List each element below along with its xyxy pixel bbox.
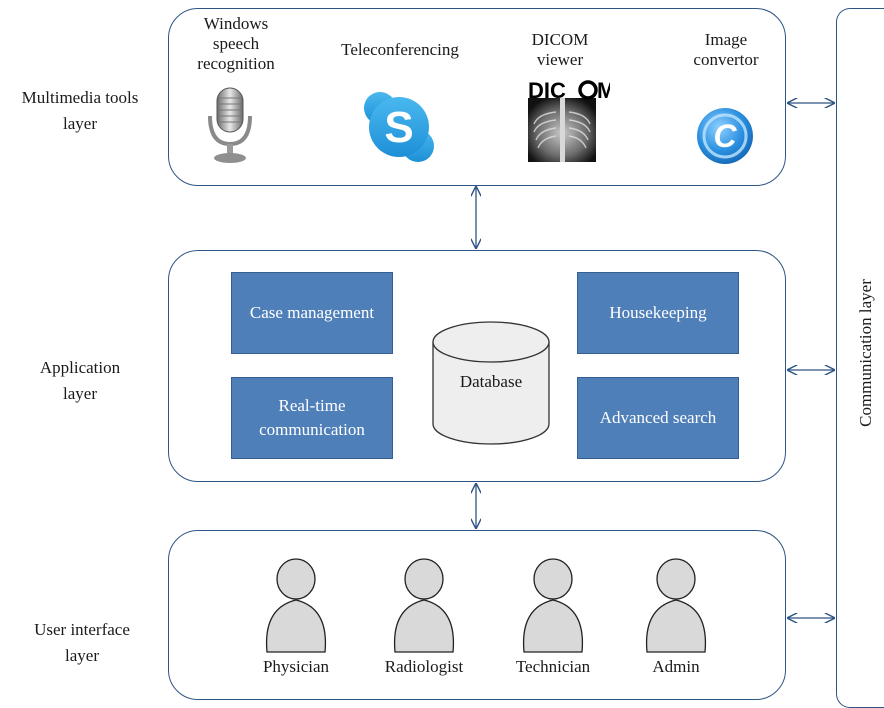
user-interface-layer-label-line2: layer bbox=[65, 646, 99, 665]
image-convertor-icon: C bbox=[697, 108, 753, 164]
realtime-communication-module[interactable]: Real-time communication bbox=[231, 377, 393, 459]
user-interface-layer-label-line1: User interface bbox=[34, 620, 130, 639]
user-figure-radiologist bbox=[393, 558, 455, 653]
application-layer-label-line2: layer bbox=[63, 384, 97, 403]
dicom-icon-text: DIC bbox=[528, 78, 566, 103]
user-figure-admin bbox=[645, 558, 707, 653]
microphone-icon bbox=[208, 87, 252, 163]
tool-label-speech-line1: Windows bbox=[203, 14, 269, 33]
housekeeping-label: Housekeeping bbox=[609, 303, 707, 322]
user-label-radiologist: Radiologist bbox=[384, 657, 464, 676]
multimedia-layer-label-line1: Multimedia tools bbox=[21, 88, 139, 107]
user-label-physician: Physician bbox=[262, 657, 330, 676]
tool-label-dicom-line2: viewer bbox=[536, 50, 584, 69]
case-management-label: Case management bbox=[249, 303, 375, 322]
dicom-icon-text-2: M bbox=[597, 78, 610, 103]
user-interface-layer-label: User interface layer bbox=[6, 617, 158, 669]
multimedia-layer-label: Multimedia tools layer bbox=[6, 85, 154, 137]
case-management-module[interactable]: Case management bbox=[231, 272, 393, 354]
advanced-search-module[interactable]: Advanced search bbox=[577, 377, 739, 459]
user-figure-technician bbox=[522, 558, 584, 653]
tool-label-speech-line3: recognition bbox=[197, 54, 275, 73]
user-label-technician: Technician bbox=[515, 657, 591, 676]
tool-label-teleconf-line1: Teleconferencing bbox=[341, 40, 459, 59]
application-layer-label: Application layer bbox=[20, 355, 140, 407]
svg-text:S: S bbox=[384, 103, 413, 152]
realtime-label-line2: communication bbox=[259, 420, 365, 439]
realtime-label-line1: Real-time bbox=[278, 396, 346, 415]
convertor-icon-text: C bbox=[713, 118, 737, 154]
multimedia-tools-panel bbox=[168, 8, 786, 186]
advanced-search-label: Advanced search bbox=[599, 408, 717, 427]
user-label-admin: Admin bbox=[652, 657, 700, 676]
tool-label-dicom: DICOM viewer bbox=[510, 30, 610, 70]
tool-label-convertor: Image convertor bbox=[676, 30, 776, 70]
user-figure-physician bbox=[265, 558, 327, 653]
multimedia-layer-label-line2: layer bbox=[63, 114, 97, 133]
tool-label-convertor-line1: Image bbox=[704, 30, 748, 49]
tool-label-speech-line2: speech bbox=[212, 34, 260, 53]
housekeeping-module[interactable]: Housekeeping bbox=[577, 272, 739, 354]
tool-label-convertor-line2: convertor bbox=[693, 50, 759, 69]
tool-label-dicom-line1: DICOM bbox=[531, 30, 589, 49]
communication-layer-label: Communication layer bbox=[856, 279, 875, 427]
database-cylinder bbox=[432, 321, 550, 445]
dicom-xray-icon: DIC M bbox=[528, 78, 610, 162]
skype-icon: S bbox=[364, 92, 434, 162]
application-layer-label-line1: Application bbox=[39, 358, 121, 377]
database-label: Database bbox=[459, 372, 523, 391]
tool-label-teleconf: Teleconferencing bbox=[320, 40, 480, 60]
tool-label-speech: Windows speech recognition bbox=[176, 14, 296, 74]
